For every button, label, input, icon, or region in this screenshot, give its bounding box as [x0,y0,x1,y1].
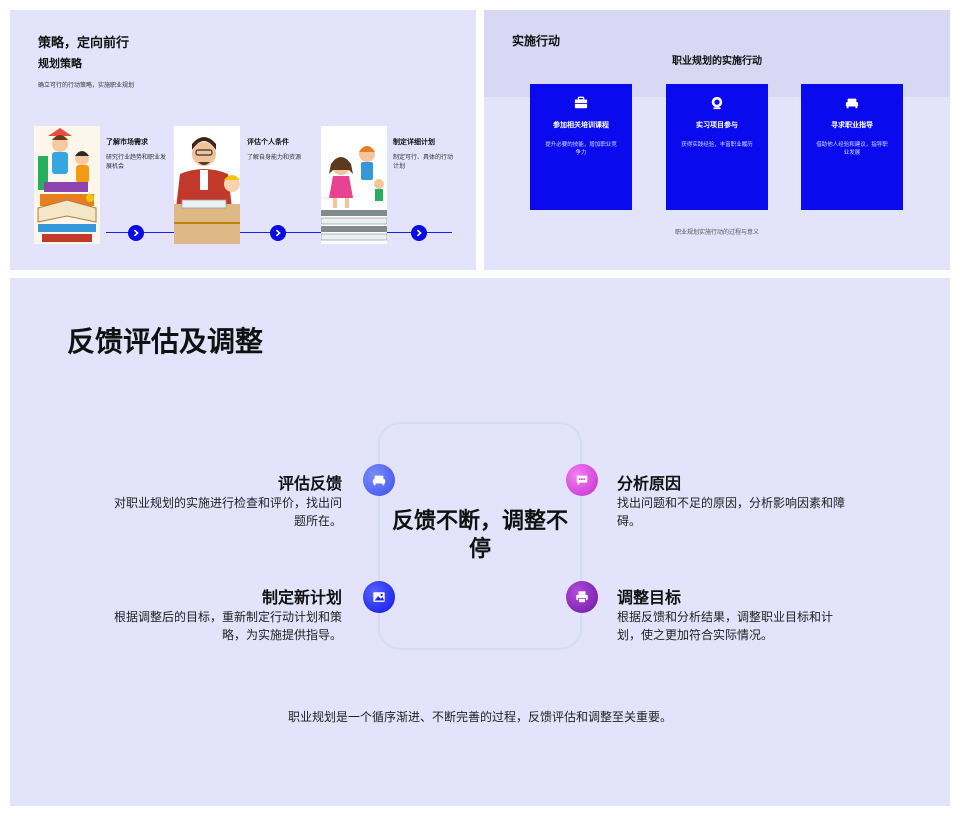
slide-footer: 职业规划是一个循序渐进、不断完善的过程，反馈评估和调整至关重要。 [287,710,672,724]
children-on-stairs-illustration [321,126,387,244]
children-reading-illustration [34,126,100,244]
card-description: 提升必要的技能，增加职业竞争力 [545,142,617,156]
evaluate-feedback-icon-button [363,464,395,496]
step-next-button[interactable] [270,225,286,241]
item-description: 对职业规划的实施进行检查和评价，找出问题所在。 [113,496,342,528]
printer-icon [576,591,588,604]
target-icon [711,96,723,110]
slide-subtitle: 规划策略 [38,57,82,70]
card-description: 借助他人经验和建议，指导职业发展 [816,142,888,156]
analyze-causes-icon-button [566,464,598,496]
center-frame [378,422,582,650]
card-training[interactable]: 参加相关培训课程 提升必要的技能，增加职业竞争力 [530,84,632,210]
step-title: 评估个人条件 [247,138,289,146]
step-title: 了解市场需求 [106,138,148,146]
teacher-and-child-illustration [174,126,240,244]
new-plan-icon-button [363,581,395,613]
chat-icon [576,475,588,486]
item-description: 根据调整后的目标，重新制定行动计划和策略，为实施提供指导。 [113,610,342,642]
slide-feedback[interactable]: 反馈评估及调整 反馈不断，调整不停 评估反馈 对职业规划的实施进行检查和评价，找… [10,278,950,806]
slide-title: 策略，定向前行 [38,36,130,51]
slide-strategy[interactable]: 策略，定向前行 规划策略 确立可行的行动策略，实施职业规划 了解市场需求 研究行… [10,10,476,270]
slide-title: 实施行动 [512,34,561,48]
chevron-right-icon [416,229,422,237]
step-next-button[interactable] [128,225,144,241]
item-description: 找出问题和不足的原因，分析影响因素和障碍。 [617,496,846,528]
item-description: 根据反馈和分析结果，调整职业目标和计划，使之更加符合实际情况。 [617,610,834,642]
step-description: 了解自身能力和资源 [247,154,302,161]
card-internship[interactable]: 实习项目参与 获得实践经验，丰富职业履历 [666,84,768,210]
step-next-button[interactable] [411,225,427,241]
step-title: 制定详细计划 [393,138,435,146]
chevron-right-icon [275,229,281,237]
couch-icon [845,98,859,109]
item-title: 评估反馈 [277,474,342,493]
sofa-icon [372,475,386,486]
chevron-right-icon [133,229,139,237]
slide-implementation[interactable]: 实施行动 职业规划的实施行动 参加相关培训课程 提升必要的技能，增加职业竞争力 … [484,10,950,270]
item-title: 分析原因 [617,474,682,493]
card-title: 寻求职业指导 [831,121,873,129]
image-icon [373,592,385,602]
step-description: 制定可行、具体的行动计划 [393,154,454,170]
card-description: 获得实践经验，丰富职业履历 [681,142,753,148]
card-guidance[interactable]: 寻求职业指导 借助他人经验和建议，指导职业发展 [801,84,903,210]
slide-heading: 职业规划的实施行动 [672,56,762,67]
slide-footer: 职业规划实施行动的过程与意义 [674,229,759,236]
slide-description: 确立可行的行动策略，实施职业规划 [38,82,135,89]
center-slogan: 反馈不断，调整不停 [391,509,568,562]
card-title: 参加相关培训课程 [553,121,609,129]
item-title: 调整目标 [617,588,682,607]
step-description: 研究行业趋势和职业发展机会 [106,154,167,170]
card-title: 实习项目参与 [696,121,738,129]
item-title: 制定新计划 [261,588,342,607]
header-band [484,10,950,97]
slide-title: 反馈评估及调整 [67,325,264,358]
adjust-goals-icon-button [566,581,598,613]
briefcase-icon [574,96,588,109]
